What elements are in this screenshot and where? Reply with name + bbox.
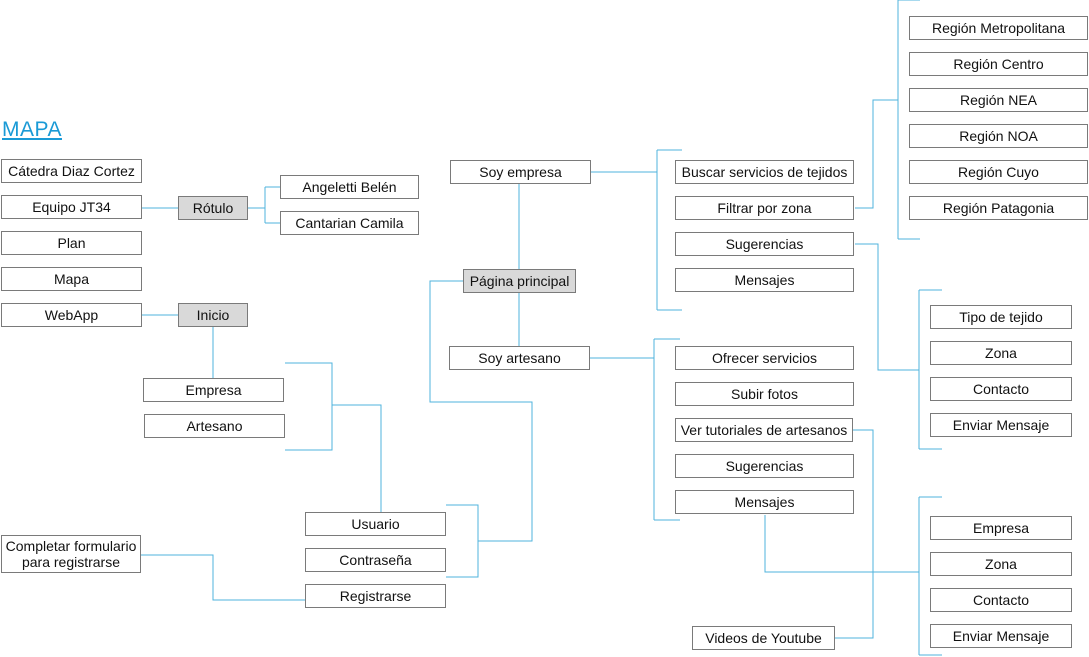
node-filtrar-zona: Filtrar por zona [675, 196, 854, 220]
node-mensajes-artesano: Mensajes [675, 490, 854, 514]
node-subir-fotos: Subir fotos [675, 382, 854, 406]
connector [285, 362, 333, 451]
node-completar-formulario: Completar formulario para registrarse [1, 535, 141, 573]
connector [429, 280, 533, 542]
node-region-centro: Región Centro [909, 52, 1088, 76]
connector [141, 554, 305, 601]
node-enviar-mensaje-2: Enviar Mensaje [930, 624, 1072, 648]
node-tipo-tejido: Tipo de tejido [930, 305, 1072, 329]
node-pagina-principal: Página principal [463, 269, 576, 293]
connector [855, 99, 898, 209]
node-videos-youtube: Videos de Youtube [692, 626, 835, 650]
connector [855, 243, 919, 371]
node-region-patagonia: Región Patagonia [909, 196, 1088, 220]
node-soy-artesano: Soy artesano [449, 346, 590, 370]
node-region-noa: Región NOA [909, 124, 1088, 148]
node-inicio: Inicio [178, 303, 248, 327]
node-rotulo: Rótulo [178, 196, 248, 220]
node-usuario: Usuario [305, 512, 446, 536]
connector [764, 515, 919, 573]
node-contrasena: Contraseña [305, 548, 446, 572]
node-contacto-1: Contacto [930, 377, 1072, 401]
node-region-cuyo: Región Cuyo [909, 160, 1088, 184]
node-contacto-2: Contacto [930, 588, 1072, 612]
node-empresa-left: Empresa [143, 378, 284, 402]
node-sugerencias-artesano: Sugerencias [675, 454, 854, 478]
node-webapp: WebApp [1, 303, 142, 327]
node-ofrecer-servicios: Ofrecer servicios [675, 346, 854, 370]
node-mensajes-empresa: Mensajes [675, 268, 854, 292]
node-artesano-left: Artesano [144, 414, 285, 438]
node-registrarse: Registrarse [305, 584, 446, 608]
node-zona-1: Zona [930, 341, 1072, 365]
node-buscar-servicios: Buscar servicios de tejidos [675, 160, 854, 184]
node-region-metropolitana: Región Metropolitana [909, 16, 1088, 40]
node-empresa-right: Empresa [930, 516, 1072, 540]
node-sugerencias-empresa: Sugerencias [675, 232, 854, 256]
connector [835, 429, 874, 639]
node-plan: Plan [1, 231, 142, 255]
map-title: MAPA [2, 118, 62, 141]
node-equipo: Equipo JT34 [1, 195, 142, 219]
node-zona-2: Zona [930, 552, 1072, 576]
connector [446, 504, 479, 578]
connector [332, 404, 382, 512]
node-ver-tutoriales: Ver tutoriales de artesanos [675, 418, 853, 442]
node-catedra: Cátedra Diaz Cortez [1, 159, 142, 183]
node-mapa: Mapa [1, 267, 142, 291]
node-region-nea: Región NEA [909, 88, 1088, 112]
node-angeletti: Angeletti Belén [280, 175, 419, 199]
node-soy-empresa: Soy empresa [450, 160, 591, 184]
node-enviar-mensaje-1: Enviar Mensaje [930, 413, 1072, 437]
node-cantarian: Cantarian Camila [280, 211, 419, 235]
